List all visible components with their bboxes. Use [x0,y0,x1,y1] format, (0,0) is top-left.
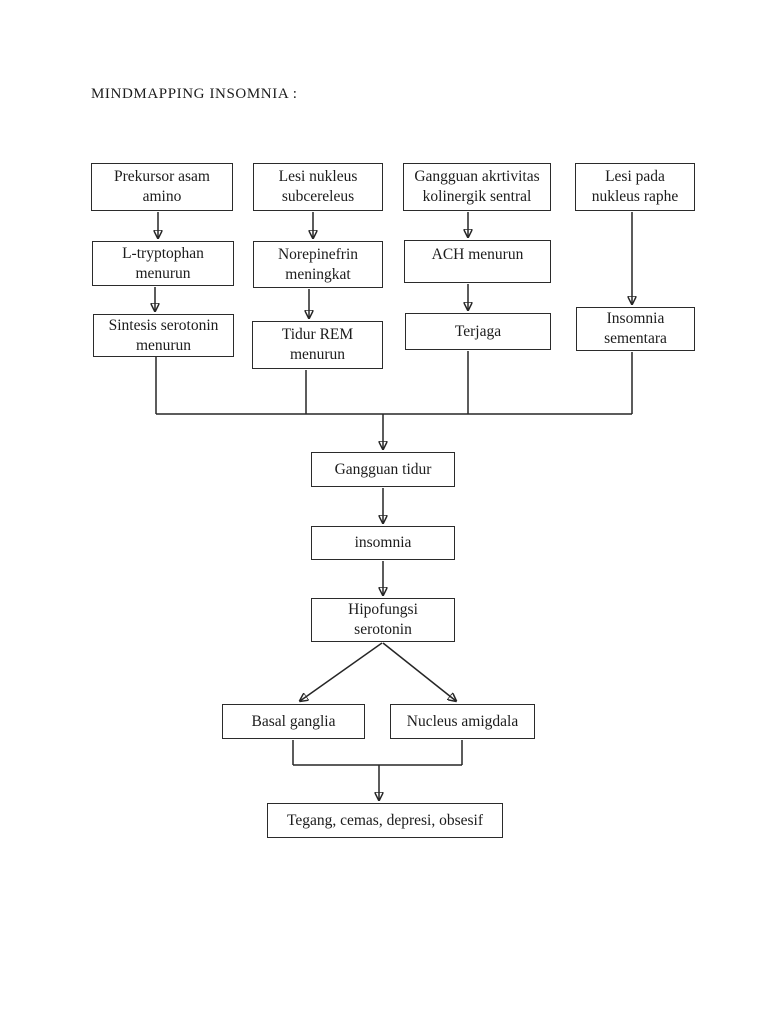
node-insomnia: insomnia [311,526,455,560]
edge-hipofungsi-to-nucleusamigdala [382,642,456,701]
node-tegang-cemas-depresi-obsesif: Tegang, cemas, depresi, obsesif [267,803,503,838]
node-sintesis-serotonin-menurun: Sintesis serotonin menurun [93,314,234,357]
node-norepinefrin-meningkat: Norepinefrin meningkat [253,241,383,288]
node-basal-ganglia: Basal ganglia [222,704,365,739]
node-prekursor-asam-amino: Prekursor asam amino [91,163,233,211]
node-gangguan-akrtivitas-kolinergik-sentral: Gangguan akrtivitas kolinergik sentral [403,163,551,211]
node-tidur-rem-menurun: Tidur REM menurun [252,321,383,369]
edge-hipofungsi-to-basalganglia [300,642,383,701]
node-ach-menurun: ACH menurun [404,240,551,283]
node-lesi-nukleus-subcereleus: Lesi nukleus subcereleus [253,163,383,211]
node-gangguan-tidur: Gangguan tidur [311,452,455,487]
node-hipofungsi-serotonin: Hipofungsi serotonin [311,598,455,642]
node-l-tryptophan-menurun: L-tryptophan menurun [92,241,234,286]
node-terjaga: Terjaga [405,313,551,350]
node-nucleus-amigdala: Nucleus amigdala [390,704,535,739]
node-insomnia-sementara: Insomnia sementara [576,307,695,351]
node-lesi-pada-nukleus-raphe: Lesi pada nukleus raphe [575,163,695,211]
page-title: MINDMAPPING INSOMNIA : [91,86,298,102]
